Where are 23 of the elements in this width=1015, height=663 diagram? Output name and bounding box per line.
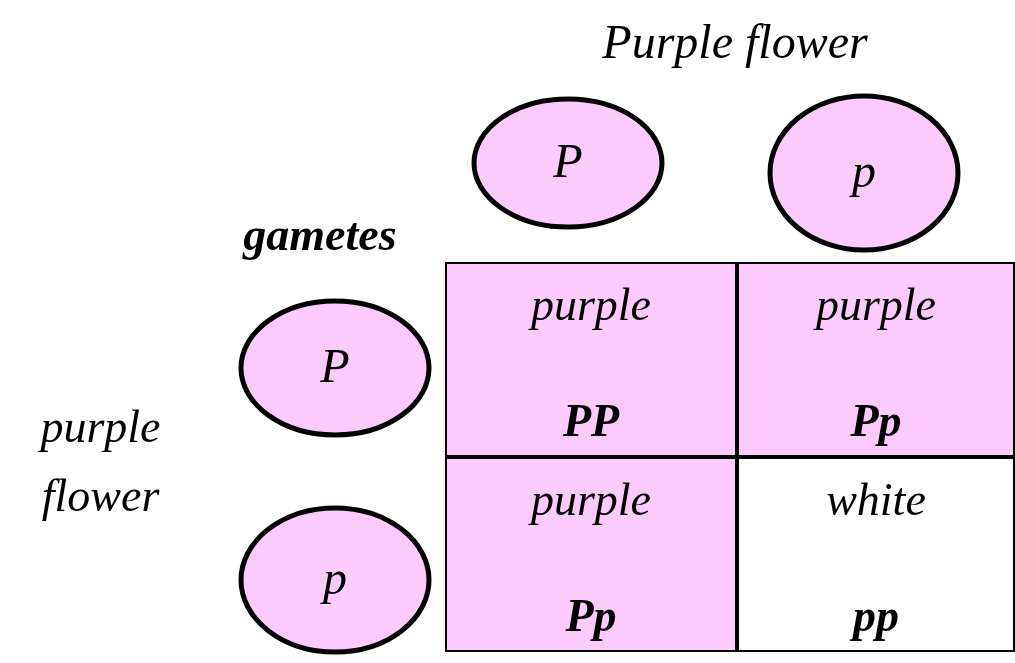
genotype-label: PP	[561, 398, 621, 444]
allele-label: P	[319, 342, 351, 390]
gamete-circle	[238, 505, 432, 655]
punnett-cell	[737, 457, 1015, 652]
genotype-label: Pp	[849, 398, 903, 444]
gamete-circle	[767, 93, 961, 253]
phenotype-label: white	[825, 477, 927, 523]
gametes-label: gametes	[241, 208, 398, 262]
heading-text: Purple flower	[601, 14, 869, 70]
genotype-label: Pp	[564, 593, 618, 639]
allele-label: P	[552, 137, 584, 185]
allele-label: p	[767, 147, 961, 195]
phenotype-label: purple	[812, 282, 938, 328]
punnett-cell	[445, 262, 737, 457]
phenotype-label: purple	[527, 477, 653, 523]
gamete-circle	[238, 298, 432, 438]
parent-label: purple flower	[37, 400, 162, 523]
punnett-cell	[445, 457, 737, 652]
gamete-circle	[471, 96, 665, 230]
genotype-label: pp	[739, 593, 1013, 639]
punnett-cell	[737, 262, 1015, 457]
phenotype-label: purple	[527, 282, 653, 328]
allele-label: p	[238, 554, 432, 602]
